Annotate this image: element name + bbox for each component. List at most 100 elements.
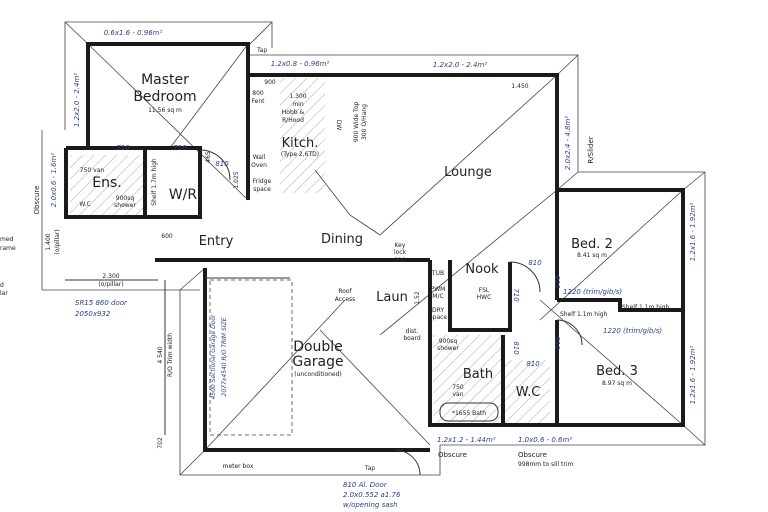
cut-off-label: rame — [0, 245, 16, 252]
tub-label: TUB — [431, 270, 444, 277]
room-nook: Nook — [465, 262, 499, 277]
door-width: 810 — [215, 160, 229, 168]
garage-door-spec: 2077x4540 R/O TRIM SIZE — [221, 317, 228, 396]
window-label: 2.0x0.6 - 1.6m² — [50, 153, 58, 207]
vanity-label: 750 — [452, 384, 464, 391]
vanity-label: van — [452, 391, 463, 398]
shower-label: shower — [437, 345, 459, 352]
tap-label: Tap — [256, 47, 267, 54]
room-ensuite: Ens. — [92, 175, 121, 191]
bed3-area: 8.97 sq m — [602, 380, 632, 387]
kitchen-note: Fridge — [253, 178, 272, 185]
washing-machine-label: PWM — [431, 286, 446, 293]
window-label: 1.2x1.6 - 1.92m² — [689, 203, 697, 262]
roof-access-label: Roof — [338, 288, 352, 295]
obscure-label: Obscure — [33, 186, 41, 215]
door-spec: SR15 860 door — [75, 299, 128, 307]
obscure-label: Obscure — [438, 451, 467, 459]
door-spec: 2050x932 — [75, 310, 111, 318]
sill-note: 998mm to sill trim — [518, 461, 574, 468]
roof-outline — [41, 21, 706, 476]
room-kitchen: Kitch. — [282, 136, 319, 151]
dryer-label: DRY — [432, 307, 444, 314]
room-wc: W.C — [516, 385, 541, 400]
kitchen-note: min — [292, 101, 304, 108]
kitchen-note: R/Hood — [282, 117, 304, 124]
window-label: 1.2x2.0 - 2.4m² — [433, 61, 487, 69]
shower-label: 900sq — [116, 195, 135, 202]
dimension: 1.52 — [414, 291, 421, 305]
doors — [199, 149, 583, 476]
door-width: 810 — [553, 336, 561, 350]
shower-label: 900sq — [439, 338, 458, 345]
kitchen-type: (Type 2,6TD) — [281, 151, 319, 158]
wardrobe-trim: 1220 (trim/gib/s) — [603, 327, 662, 335]
kitchen-note: 1.300 — [289, 93, 306, 100]
dimension: 900 — [264, 79, 276, 86]
dimension: 702 — [157, 437, 164, 449]
window-label: 1.2x2.0 - 2.4m² — [73, 73, 81, 127]
dimension: 1.400 — [45, 233, 52, 250]
window-label: 1.2x1.2 - 1.44m² — [437, 436, 496, 444]
dimension: 4 540 — [157, 346, 164, 363]
obscure-label: Obscure — [518, 451, 547, 459]
room-master-bedroom-2: Bedroom — [133, 89, 196, 105]
kitchen-note: Hobb & — [282, 109, 305, 116]
shower-label: shower — [114, 202, 136, 209]
room-dining: Dining — [321, 232, 363, 247]
window-label: 2.0x2.4 - 4.8m² — [564, 116, 572, 170]
hatched-areas — [70, 78, 550, 425]
vanity-label: 750 van — [80, 167, 105, 174]
meter-box-label: meter box — [223, 463, 254, 470]
cut-off-label: d — [0, 282, 4, 289]
walls — [64, 42, 685, 452]
dimension: 2.300 — [102, 273, 119, 280]
roof-access-label: Access — [335, 296, 356, 303]
dimension: 600 — [161, 233, 173, 240]
dimension: R/O Trim width — [167, 333, 174, 377]
room-entry: Entry — [199, 234, 234, 249]
door-width: 810 — [528, 259, 542, 267]
kitchen-note: Fent — [252, 98, 266, 105]
room-master-bedroom: Master — [141, 72, 189, 88]
kitchen-note: space — [253, 186, 271, 193]
door-width: 810 — [512, 341, 520, 355]
door-spec: 2.0x0.552 a1.76 — [343, 491, 401, 499]
kitchen-note: 900 Wide Top — [353, 102, 360, 143]
room-labels: Master Bedroom 11.56 sq m Ens. W/R Kitch… — [92, 72, 638, 400]
room-laundry: Laun — [376, 290, 408, 305]
window-label: 0.6x1.6 - 0.96m² — [104, 29, 163, 37]
cut-off-label: med — [0, 236, 14, 243]
hot-water-cylinder-label: HWC — [477, 294, 492, 301]
window-label: 1.0x0.6 - 0.6m² — [518, 436, 572, 444]
hot-water-cylinder-label: FSL — [479, 287, 490, 294]
door-width: 810 — [553, 275, 561, 289]
dimension: (o/pillar) — [54, 229, 61, 254]
shelf-label: Shelf 1.7m high — [151, 158, 158, 206]
bed2-area: 8.41 sq m — [577, 252, 607, 259]
dimension: 1.025 — [233, 171, 240, 188]
door-spec: w/opening sash — [343, 501, 398, 509]
room-double-garage: Double — [293, 339, 343, 355]
garage-note: (unconditioned) — [294, 371, 342, 378]
window-label: 1.2x0.8 - 0.96m² — [271, 60, 330, 68]
master-area: 11.56 sq m — [148, 107, 182, 114]
room-double-garage-2: Garage — [292, 354, 343, 370]
cut-off-label: lar — [0, 290, 8, 297]
annotations: 0.6x1.6 - 0.96m² 1.2x2.0 - 2.4m² Tap 1.2… — [0, 29, 697, 509]
room-lounge: Lounge — [444, 165, 492, 180]
wardrobe-trim: 1220 (trim/gib/s) — [563, 288, 622, 296]
key-lock-label: 810 — [394, 257, 406, 264]
room-bed-3: Bed. 3 — [596, 364, 638, 379]
bath-tub-label: *1655 Bath — [452, 410, 486, 417]
dishwasher-label: DW — [335, 120, 342, 131]
distribution-board-label: dist. — [406, 328, 419, 335]
key-lock-label: lock — [394, 249, 407, 256]
toilet-label: W.C — [79, 201, 90, 208]
kitchen-note: Wall — [253, 154, 266, 161]
door-width: 710 — [116, 144, 130, 152]
door-width: 810 — [526, 360, 540, 368]
room-bath: Bath — [463, 367, 493, 382]
door-width: 710 — [512, 288, 520, 302]
